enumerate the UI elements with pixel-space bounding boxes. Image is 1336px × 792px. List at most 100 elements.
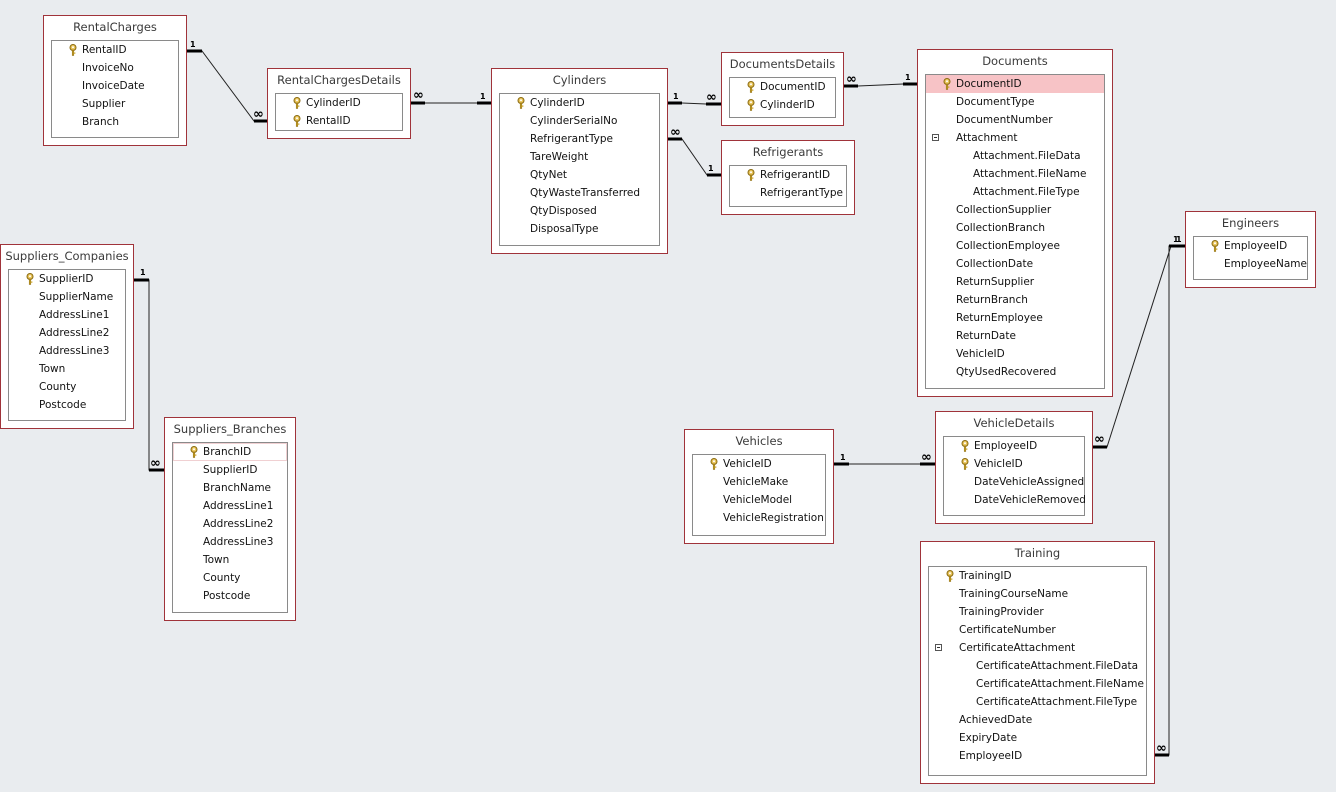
field-row[interactable]: Attachment.FileName: [926, 165, 1104, 183]
field-row[interactable]: CylinderID: [500, 94, 659, 112]
field-row[interactable]: CylinderID: [730, 96, 835, 114]
field-row[interactable]: TrainingProvider: [929, 603, 1146, 621]
field-row[interactable]: County: [173, 569, 287, 587]
field-row[interactable]: VehicleID: [926, 345, 1104, 363]
table-title[interactable]: DocumentsDetails: [729, 57, 836, 71]
field-row[interactable]: RefrigerantType: [500, 130, 659, 148]
field-row[interactable]: ExpiryDate: [929, 729, 1146, 747]
field-row[interactable]: BranchID: [173, 443, 287, 461]
table-title[interactable]: RentalChargesDetails: [277, 73, 401, 87]
field-row[interactable]: Postcode: [9, 396, 125, 414]
field-row[interactable]: QtyUsedRecovered: [926, 363, 1104, 381]
relationship-cylinders-documentsdetails[interactable]: [668, 102, 721, 105]
field-row[interactable]: DateVehicleAssigned: [944, 473, 1084, 491]
field-row[interactable]: CertificateNumber: [929, 621, 1146, 639]
field-row[interactable]: Town: [9, 360, 125, 378]
field-row[interactable]: DocumentID: [926, 75, 1104, 93]
field-row[interactable]: EmployeeName: [1194, 255, 1307, 273]
field-row[interactable]: TrainingID: [929, 567, 1146, 585]
field-row[interactable]: TareWeight: [500, 148, 659, 166]
field-row[interactable]: InvoiceNo: [52, 59, 178, 77]
field-row[interactable]: ReturnBranch: [926, 291, 1104, 309]
field-row[interactable]: CylinderID: [276, 94, 402, 112]
table-title[interactable]: Engineers: [1221, 216, 1280, 230]
field-row[interactable]: DocumentType: [926, 93, 1104, 111]
field-row[interactable]: RentalID: [52, 41, 178, 59]
field-row[interactable]: AddressLine3: [173, 533, 287, 551]
field-row[interactable]: DocumentID: [730, 78, 835, 96]
field-row[interactable]: EmployeeID: [944, 437, 1084, 455]
table-title[interactable]: Vehicles: [735, 434, 783, 448]
table-title[interactable]: VehicleDetails: [973, 416, 1055, 430]
field-row[interactable]: InvoiceDate: [52, 77, 178, 95]
table-title[interactable]: Suppliers_Companies: [5, 249, 129, 263]
field-row[interactable]: RefrigerantType: [730, 184, 846, 202]
field-row[interactable]: CollectionDate: [926, 255, 1104, 273]
field-row[interactable]: Town: [173, 551, 287, 569]
field-row[interactable]: Branch: [52, 113, 178, 131]
field-row[interactable]: CertificateAttachment.FileData: [929, 657, 1146, 675]
field-row[interactable]: QtyNet: [500, 166, 659, 184]
field-row[interactable]: AddressLine1: [9, 306, 125, 324]
field-row[interactable]: AddressLine3: [9, 342, 125, 360]
field-row[interactable]: QtyWasteTransferred: [500, 184, 659, 202]
field-row[interactable]: EmployeeID: [1194, 237, 1307, 255]
field-row[interactable]: CertificateAttachment.FileType: [929, 693, 1146, 711]
table-title[interactable]: RentalCharges: [73, 20, 157, 34]
field-row[interactable]: TrainingCourseName: [929, 585, 1146, 603]
field-row[interactable]: AddressLine1: [173, 497, 287, 515]
field-row[interactable]: CollectionSupplier: [926, 201, 1104, 219]
field-row[interactable]: Supplier: [52, 95, 178, 113]
relationship-rentalcharges-rentalchargesdetails[interactable]: [187, 50, 267, 122]
table-title[interactable]: Training: [1014, 546, 1061, 560]
field-row[interactable]: BranchName: [173, 479, 287, 497]
field-row[interactable]: VehicleModel: [693, 491, 825, 509]
field-row[interactable]: EmployeeID: [929, 747, 1146, 765]
field-row[interactable]: VehicleID: [693, 455, 825, 473]
table-title[interactable]: Refrigerants: [752, 145, 824, 159]
table-title[interactable]: Suppliers_Branches: [173, 422, 287, 436]
table-title[interactable]: Cylinders: [552, 73, 607, 87]
field-row[interactable]: QtyDisposed: [500, 202, 659, 220]
relationship-suppliers-companies-suppliers-branches[interactable]: [134, 279, 164, 471]
field-row[interactable]: SupplierName: [9, 288, 125, 306]
field-row[interactable]: CertificateAttachment: [929, 639, 1146, 657]
field-row[interactable]: County: [9, 378, 125, 396]
relationship-training-engineers[interactable]: [1155, 245, 1185, 756]
field-row[interactable]: AchievedDate: [929, 711, 1146, 729]
field-row[interactable]: ReturnDate: [926, 327, 1104, 345]
field-row[interactable]: SupplierID: [173, 461, 287, 479]
field-row[interactable]: VehicleRegistration: [693, 509, 825, 527]
field-row[interactable]: CollectionEmployee: [926, 237, 1104, 255]
field-row[interactable]: AddressLine2: [173, 515, 287, 533]
field-row[interactable]: SupplierID: [9, 270, 125, 288]
field-row[interactable]: Attachment.FileData: [926, 147, 1104, 165]
table-title[interactable]: Documents: [982, 54, 1048, 68]
field-row[interactable]: AddressLine2: [9, 324, 125, 342]
field-row[interactable]: Postcode: [173, 587, 287, 605]
field-row[interactable]: DateVehicleRemoved: [944, 491, 1086, 509]
